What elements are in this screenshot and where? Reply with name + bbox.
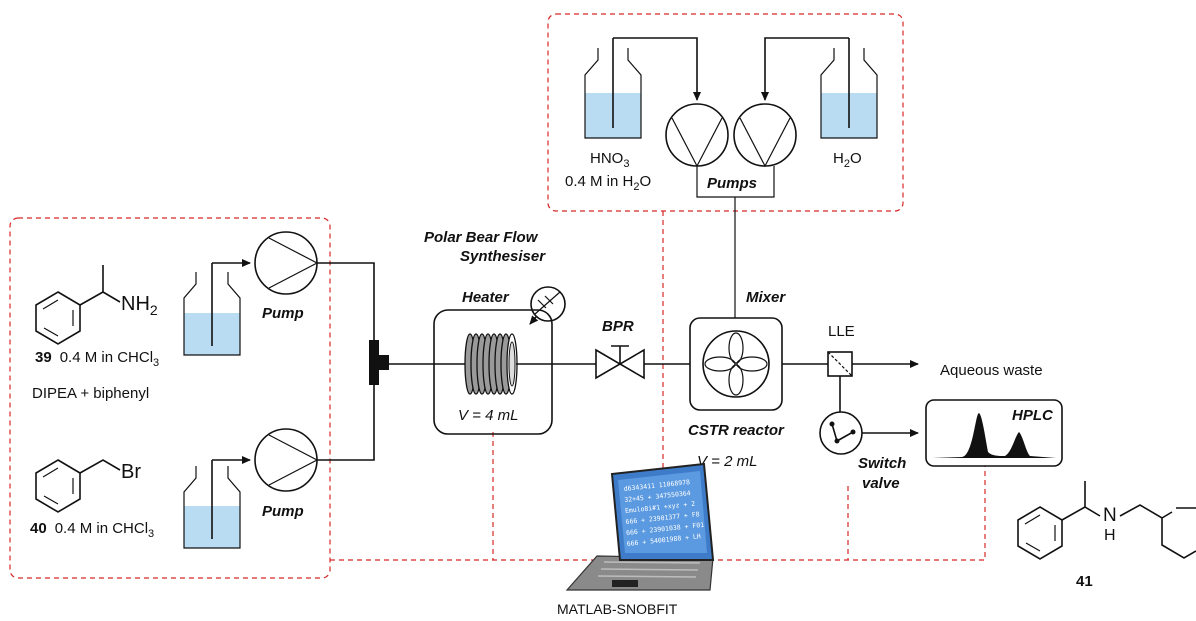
water-reservoir <box>820 38 878 139</box>
heater-unit <box>433 309 553 435</box>
compound-39-structure <box>35 265 121 345</box>
stirrer-icon <box>702 330 770 398</box>
hplc-chromatogram <box>932 413 1056 458</box>
compound-41-number: 41 <box>1076 573 1093 590</box>
compound-41-nitrogen: N <box>1103 505 1117 526</box>
switch-valve-label-line1: Switch <box>858 455 906 472</box>
lle-label: LLE <box>828 323 855 340</box>
pump-40-output-line <box>317 385 375 461</box>
liquid-liquid-extractor-icon <box>827 351 853 377</box>
hno3-concentration: 0.4 M in H2O <box>565 173 651 193</box>
t-piece-mixer <box>369 340 389 385</box>
compound-40-structure <box>35 459 121 513</box>
water-label: H2O <box>833 150 862 170</box>
control-network-lines <box>330 211 986 561</box>
heater-volume: V = 4 mL <box>458 407 518 424</box>
coil-reactor-icon <box>434 333 552 395</box>
mixer-label: Mixer <box>746 289 786 306</box>
compound-41-hydrogen: H <box>1104 527 1116 544</box>
pumps-output-line <box>696 166 775 318</box>
pump-icon <box>665 103 729 168</box>
pump-icon <box>733 103 797 168</box>
pump-top-label: Pump <box>262 305 304 322</box>
water-feed-line <box>761 37 849 101</box>
back-pressure-regulator-icon <box>595 345 645 380</box>
aqueous-waste-label: Aqueous waste <box>940 362 1043 379</box>
compound-39-additives: DIPEA + biphenyl <box>32 385 149 402</box>
bpr-label: BPR <box>602 318 634 335</box>
pumps-label: Pumps <box>707 175 757 192</box>
pumps-module-boundary <box>547 13 904 212</box>
coil-inner-ring <box>508 341 516 387</box>
cstr-label: CSTR reactor <box>688 422 785 439</box>
compound-40-bromo-group: Br <box>121 461 141 483</box>
matlab-label: MATLAB-SNOBFIT <box>557 601 678 617</box>
hplc-instrument <box>925 399 1063 467</box>
polar-bear-title-line1: Polar Bear Flow <box>424 229 539 246</box>
temperature-control-icon <box>529 286 566 325</box>
hno3-reservoir <box>584 38 642 139</box>
compound-39-amine-group: NH2 <box>121 293 158 318</box>
pump-icon <box>254 428 319 492</box>
hno3-label: HNO3 <box>590 150 629 170</box>
compound-41-structure <box>1017 481 1196 560</box>
switch-valve-icon <box>819 411 863 455</box>
reagent-module-boundary <box>9 217 331 579</box>
reservoir-40 <box>183 460 241 549</box>
pump-39-output-line <box>317 262 375 345</box>
heater-label: Heater <box>462 289 510 306</box>
hplc-label: HPLC <box>1012 407 1054 424</box>
pump-icon <box>254 231 319 295</box>
reservoir-39 <box>183 263 241 356</box>
hno3-feed-line <box>613 37 701 101</box>
pump-bottom-label: Pump <box>262 503 304 520</box>
polar-bear-title-line2: Synthesiser <box>460 248 546 265</box>
switch-valve-label-line2: valve <box>862 475 900 492</box>
cstr-volume: V = 2 mL <box>697 453 757 470</box>
